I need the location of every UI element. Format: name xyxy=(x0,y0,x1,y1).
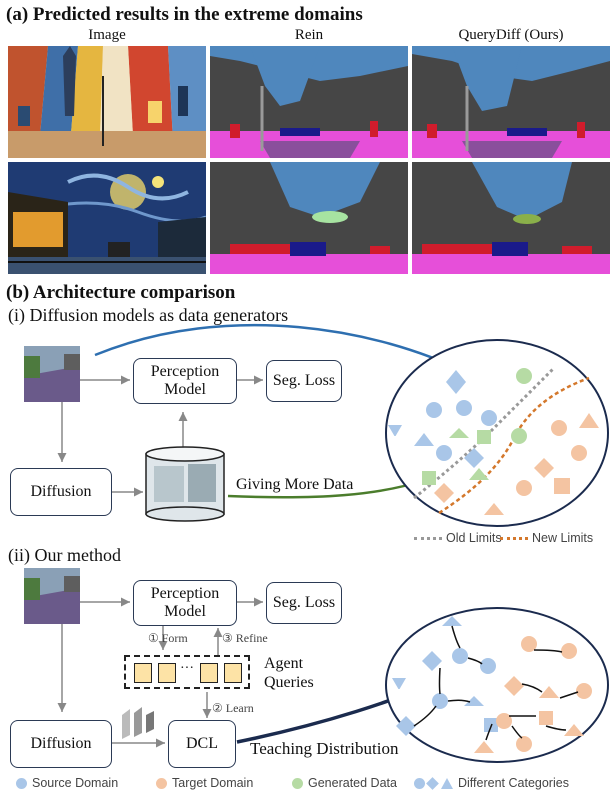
feature-space-ellipse-i xyxy=(384,338,610,528)
street-scene-thumbnail-i xyxy=(24,346,80,402)
generated-data-label: Generated Data xyxy=(308,776,397,790)
query-token-3 xyxy=(200,663,218,683)
part-i-title: (i) Diffusion models as data generators xyxy=(8,305,289,325)
rein-segmentation-1 xyxy=(210,46,408,158)
generated-data-legend: Generated Data xyxy=(292,776,397,790)
new-limits-legend: New Limits xyxy=(500,531,593,545)
section-a-title: (a) Predicted results in the extreme dom… xyxy=(6,4,363,25)
feature-space-ellipse-ii xyxy=(384,606,610,764)
perception-model-box-ii: Perception Model xyxy=(133,580,237,626)
perception-model-box-i: Perception Model xyxy=(133,358,237,404)
seg-loss-box-i: Seg. Loss xyxy=(266,360,342,402)
feature-stack-icon xyxy=(118,705,158,739)
agent-queries-label: Agent Queries xyxy=(264,655,314,692)
querydiff-segmentation-2 xyxy=(412,162,610,274)
dcl-box: DCL xyxy=(168,720,236,768)
category-triangle-marker xyxy=(441,778,453,790)
learn-step-label: ② Learn xyxy=(212,701,254,715)
target-domain-marker xyxy=(156,778,167,790)
old-limits-label: Old Limits xyxy=(446,531,502,545)
rein-segmentation-2 xyxy=(210,162,408,274)
category-diamond-marker xyxy=(426,777,439,791)
diffusion-box-ii: Diffusion xyxy=(10,720,112,768)
cubist-street-image xyxy=(8,46,206,158)
col-header-image: Image xyxy=(88,27,126,43)
different-categories-legend: Different Categories xyxy=(414,776,569,791)
different-categories-label: Different Categories xyxy=(458,776,569,790)
col-header-querydiff: QueryDiff (Ours) xyxy=(458,27,564,43)
generated-data-marker xyxy=(292,778,303,790)
starry-night-street-image xyxy=(8,162,206,274)
target-domain-legend: Target Domain xyxy=(156,776,253,790)
col-header-rein: Rein xyxy=(294,27,324,43)
query-token-1 xyxy=(134,663,152,683)
street-scene-thumbnail-ii xyxy=(24,568,80,624)
source-domain-marker xyxy=(16,778,27,790)
giving-more-data-label: Giving More Data xyxy=(236,476,354,493)
outside-triangle-icon xyxy=(388,424,402,436)
query-token-4 xyxy=(224,663,242,683)
category-circle-marker xyxy=(414,778,425,790)
agent-queries-group: ··· xyxy=(124,655,250,689)
refine-step-label: ③ Refine xyxy=(222,631,268,645)
query-token-2 xyxy=(158,663,176,683)
old-limits-swatch xyxy=(414,537,442,541)
source-domain-legend: Source Domain xyxy=(16,776,118,790)
new-limits-label: New Limits xyxy=(532,531,594,545)
diffusion-box-i: Diffusion xyxy=(10,468,112,516)
target-domain-label: Target Domain xyxy=(172,776,254,790)
database-cylinder-icon xyxy=(144,446,226,522)
querydiff-segmentation-1 xyxy=(412,46,610,158)
form-step-label: ① Form xyxy=(148,631,188,645)
source-domain-label: Source Domain xyxy=(32,776,119,790)
new-limits-swatch xyxy=(500,537,528,541)
section-b-title: (b) Architecture comparison xyxy=(6,282,236,303)
seg-loss-box-ii: Seg. Loss xyxy=(266,582,342,624)
outside-triangle-icon-ii xyxy=(392,677,406,689)
teaching-distribution-label: Teaching Distribution xyxy=(250,739,399,758)
query-ellipsis: ··· xyxy=(180,661,194,676)
part-ii-title: (ii) Our method xyxy=(8,545,121,565)
old-limits-legend: Old Limits xyxy=(414,531,502,545)
